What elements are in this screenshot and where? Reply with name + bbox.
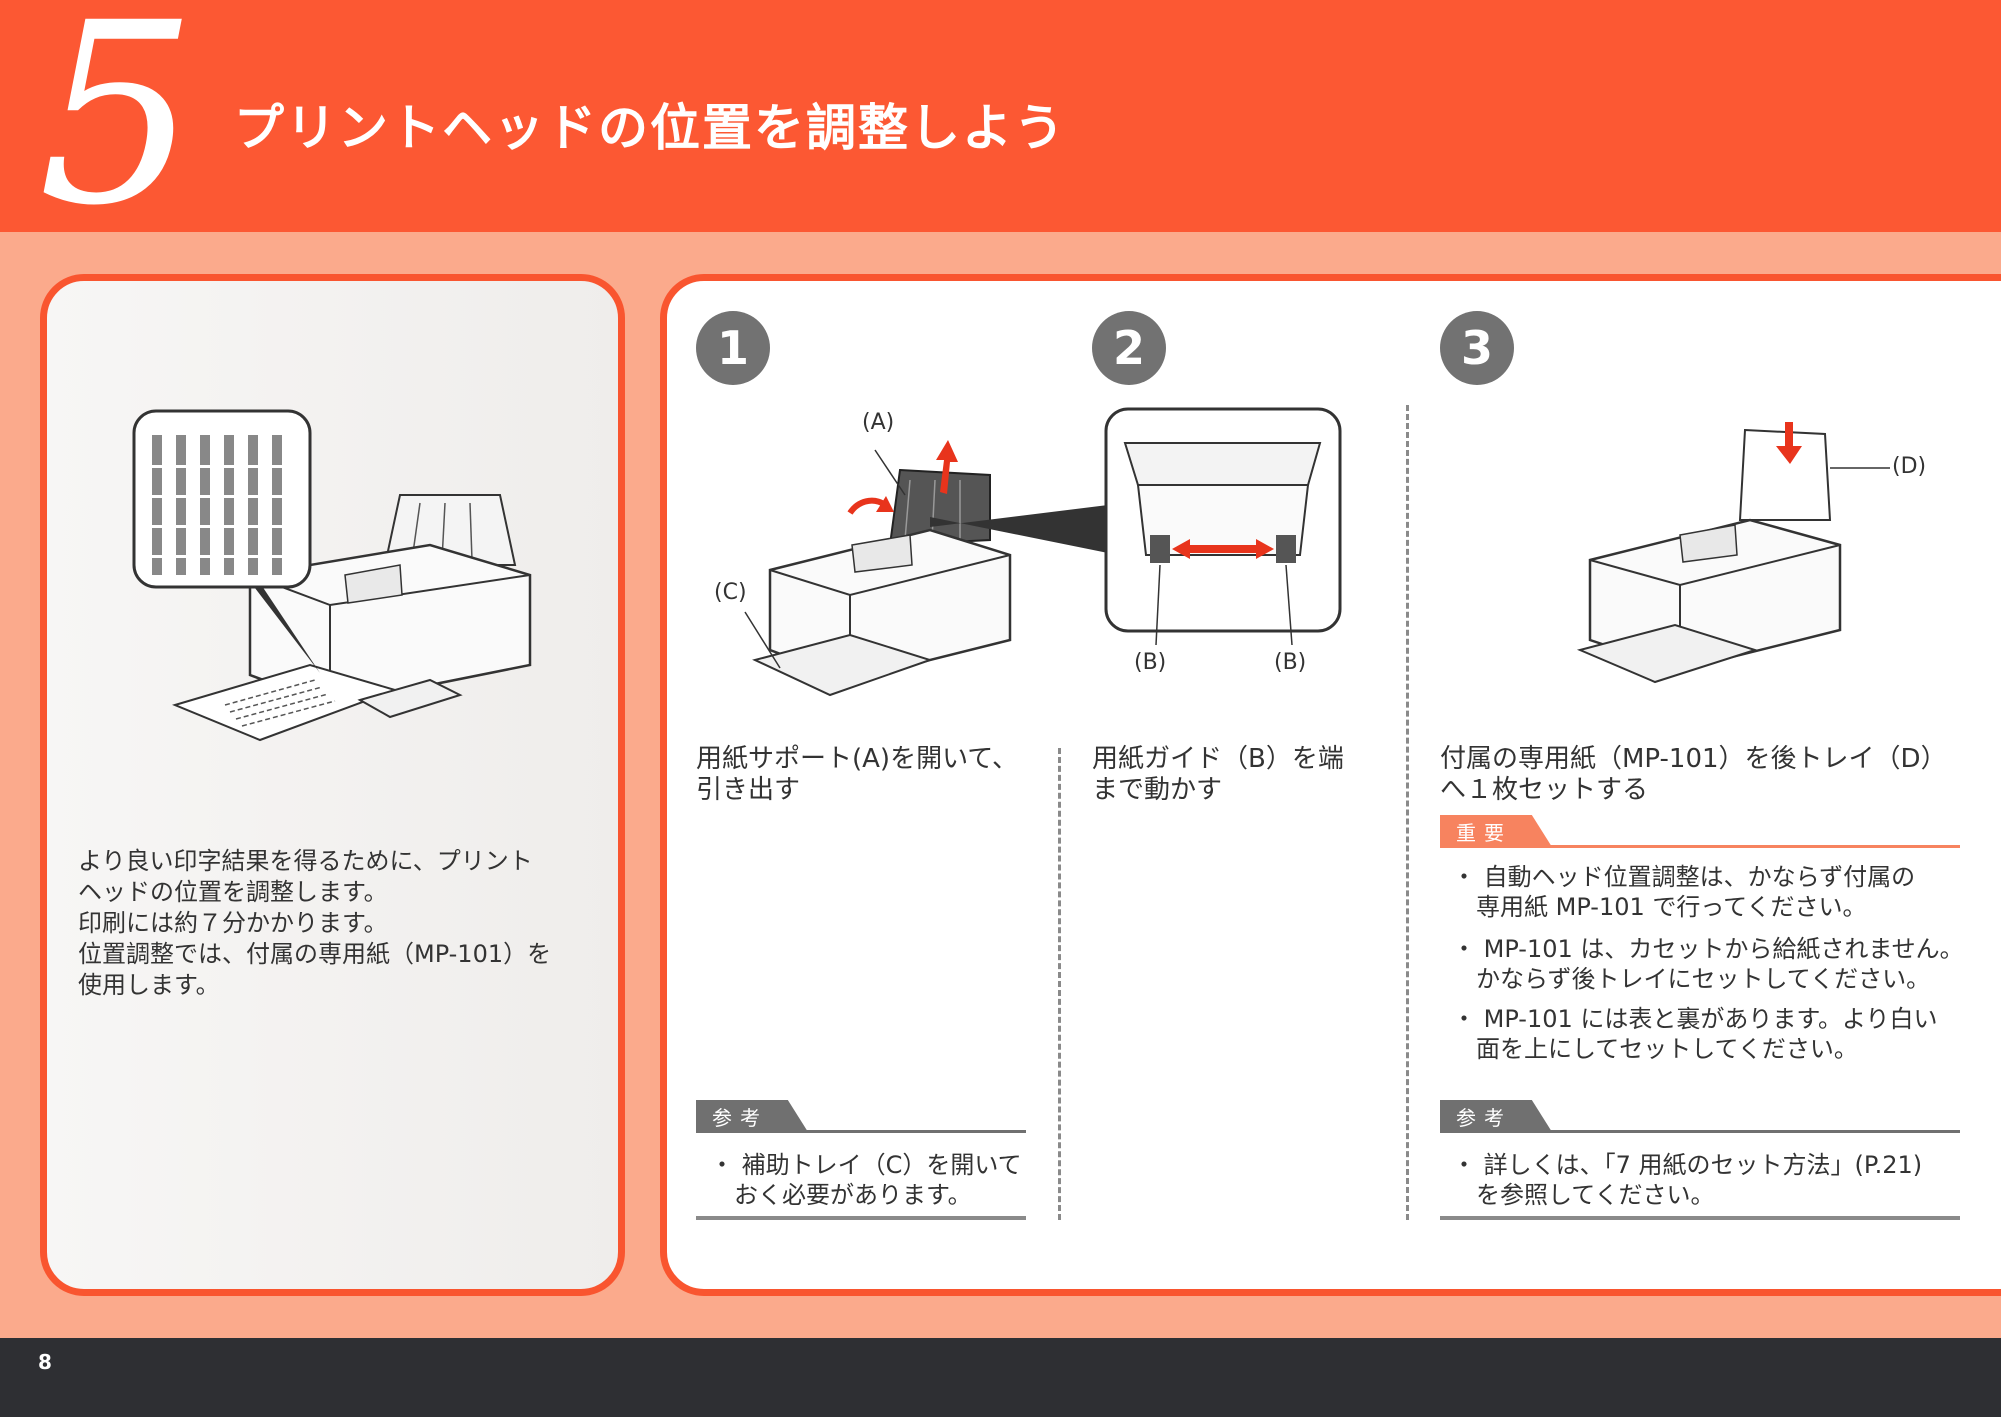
important-line: 面を上にしてセットしてください。 [1452, 1035, 1858, 1063]
important-item: ・ MP-101 は、カセットから給紙されません。 かならず後トレイにセットして… [1452, 934, 1964, 994]
step-2-instruction: 用紙ガイド（B）を端 まで動かす [1092, 744, 1344, 806]
note-line: を参照してください。 [1452, 1181, 1715, 1209]
intro-line: 使用します。 [78, 971, 220, 999]
note-line: ・ 補助トレイ（C）を開いて [710, 1151, 1022, 1179]
callout-a: (A) [862, 410, 895, 435]
chapter-number: 5 [38, 0, 198, 260]
step-1-note-rule [696, 1130, 1026, 1133]
important-item: ・ 自動ヘッド位置調整は、かならず付属の 専用紙 MP-101 で行ってください… [1452, 862, 1915, 922]
note-line: おく必要があります。 [710, 1181, 972, 1209]
footer-bar [0, 1338, 2001, 1417]
important-line: 専用紙 MP-101 で行ってください。 [1452, 893, 1867, 921]
step-2-badge: 2 [1092, 311, 1166, 385]
callout-b-right: (B) [1274, 650, 1307, 675]
step-3-printer-illustration [1576, 422, 1890, 684]
step-3-bottom-rule [1440, 1216, 1960, 1220]
intro-line: 位置調整では、付属の専用紙（MP-101）を [78, 940, 552, 968]
callout-c: (C) [714, 580, 747, 605]
important-tag: 重要 [1440, 815, 1552, 847]
step-1-line: 引き出す [696, 775, 801, 805]
important-line: ・ MP-101 には表と裏があります。より白い [1452, 1005, 1938, 1033]
step-1-note-text: ・ 補助トレイ（C）を開いて おく必要があります。 [710, 1150, 1022, 1210]
step-1-instruction: 用紙サポート(A)を開いて、 引き出す [696, 744, 1018, 806]
important-item: ・ MP-101 には表と裏があります。より白い 面を上にしてセットしてください… [1452, 1004, 1938, 1064]
intro-text: より良い印字結果を得るために、プリント ヘッドの位置を調整します。 印刷には約７… [78, 846, 598, 1001]
step-divider [1058, 748, 1061, 1220]
step-1-badge: 1 [696, 311, 770, 385]
page-title: プリントヘッドの位置を調整しよう [234, 99, 1066, 157]
note-line: ・ 詳しくは、「7 用紙のセット方法」(P.21) [1452, 1151, 1923, 1179]
important-rule [1440, 845, 1960, 848]
step-1-note-tag: 参考 [696, 1100, 808, 1132]
important-line: ・ 自動ヘッド位置調整は、かならず付属の [1452, 863, 1916, 891]
step-3-note-text: ・ 詳しくは、「7 用紙のセット方法」(P.21) を参照してください。 [1452, 1150, 1922, 1210]
page-number: 8 [38, 1350, 52, 1374]
step-3-line: 付属の専用紙（MP-101）を後トレイ（D） [1440, 744, 1947, 774]
step-2-line: 用紙ガイド（B）を端 [1092, 744, 1344, 774]
step-2-paper-guide-illustration [930, 407, 1342, 646]
important-line: ・ MP-101 は、カセットから給紙されません。 [1452, 935, 1964, 963]
printer-with-pattern-illustration [132, 409, 532, 742]
important-line: かならず後トレイにセットしてください。 [1452, 965, 1931, 993]
step-1-printer-illustration [744, 440, 1012, 697]
step-3-note-tag: 参考 [1440, 1100, 1552, 1132]
step-1-bottom-rule [696, 1216, 1026, 1220]
intro-line: 印刷には約７分かかります。 [78, 909, 388, 937]
step-3-instruction: 付属の専用紙（MP-101）を後トレイ（D） へ１枚セットする [1440, 744, 1947, 806]
step-divider [1406, 405, 1409, 1220]
step-1-line: 用紙サポート(A)を開いて、 [696, 744, 1018, 774]
step-2-line: まで動かす [1092, 775, 1223, 805]
step-3-line: へ１枚セットする [1440, 775, 1649, 805]
step-3-note-rule [1440, 1130, 1960, 1133]
step-3-badge: 3 [1440, 311, 1514, 385]
callout-d: (D) [1892, 454, 1927, 479]
chapter-header [0, 0, 2001, 232]
callout-b-left: (B) [1134, 650, 1167, 675]
intro-line: より良い印字結果を得るために、プリント [78, 847, 533, 875]
intro-line: ヘッドの位置を調整します。 [78, 878, 388, 906]
